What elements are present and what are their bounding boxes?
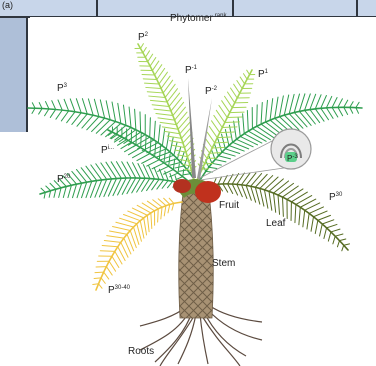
leaflet (220, 132, 234, 133)
leaflet (257, 105, 258, 126)
leaflet (158, 209, 159, 222)
label-fruit: Fruit (219, 200, 239, 211)
leaflet (141, 134, 142, 148)
leaflet (94, 278, 101, 279)
leaflet (215, 142, 228, 143)
leaflet (95, 272, 104, 273)
leaflet (225, 122, 240, 123)
leaflet (217, 137, 231, 138)
leaflet (100, 251, 115, 252)
trunk (179, 185, 213, 318)
leaflet (143, 79, 157, 80)
leaflet (150, 118, 151, 137)
leaflet (222, 127, 237, 128)
leaflet (212, 147, 224, 148)
leaflet (207, 158, 217, 159)
leaflet (140, 112, 141, 132)
leaflet (210, 153, 221, 154)
label-stem: Stem (212, 258, 235, 269)
leaflet (93, 284, 99, 285)
fruit-bunch-right (195, 181, 221, 203)
label-roots: Roots (128, 346, 154, 357)
fruit-bunch-left (173, 179, 191, 193)
label-leaf: Leaf (266, 218, 286, 229)
leaflet (227, 117, 242, 118)
